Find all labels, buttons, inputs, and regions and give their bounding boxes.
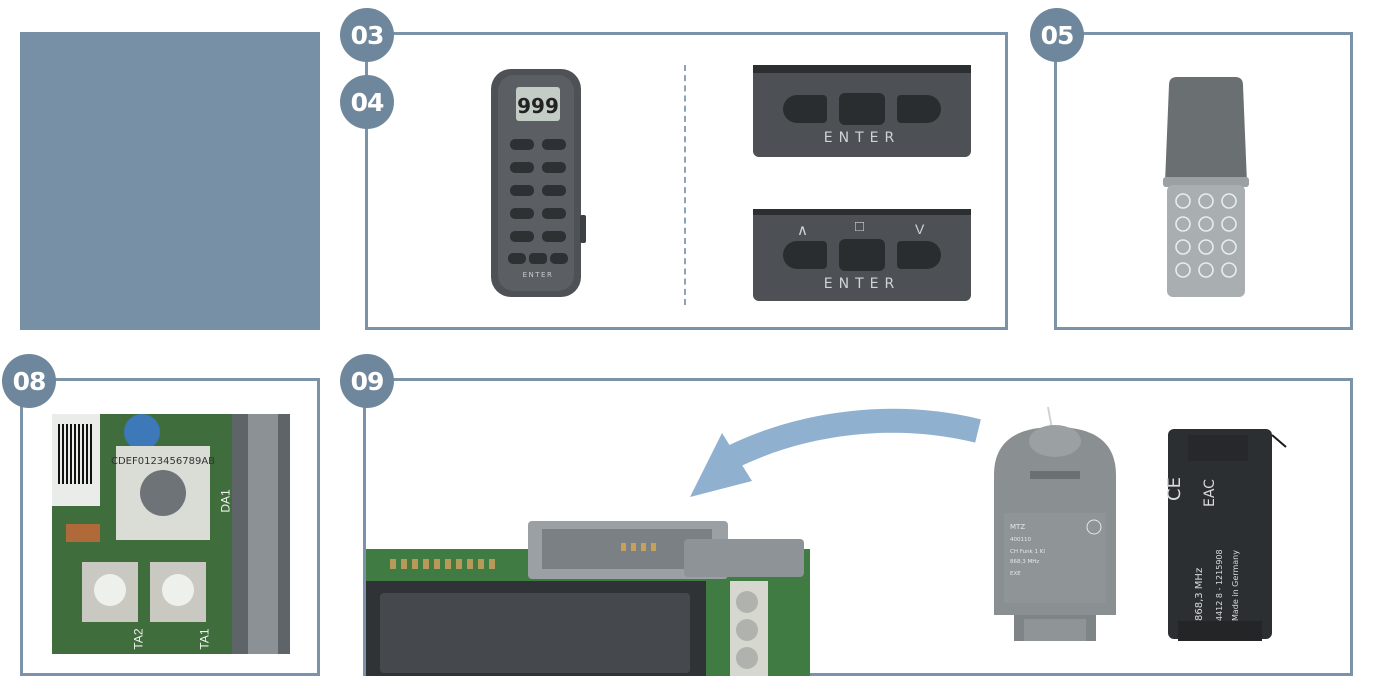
badge-09: 09 <box>340 354 394 408</box>
remote-display: 999 <box>517 94 559 118</box>
receiver-module-grey: MTZ 400110 CH Funk 1 Kl 868,3 MHz EXE <box>994 406 1116 641</box>
circuit-board-closeup: CDEF0123456789AB DA1 TA2 TA1 <box>52 414 290 654</box>
enter-closeup-top: ENTER <box>753 65 971 157</box>
receiver2-ce-mark: CE <box>1164 477 1185 501</box>
panel-keypad <box>1054 32 1353 330</box>
panel-receiver-install: MTZ 400110 CH Funk 1 Kl 868,3 MHz EXE CE… <box>363 378 1353 676</box>
dial-characters: CDEF0123456789AB <box>111 456 215 467</box>
receiver1-line3: CH Funk 1 Kl <box>1010 549 1045 555</box>
receiver2-frequency: 868,3 MHz <box>1194 568 1205 621</box>
arrow-up-icon: ∧ <box>797 222 808 239</box>
insert-arrow-icon <box>690 408 981 497</box>
receiver1-line1: MTZ <box>1010 523 1025 531</box>
arrow-down-icon: V <box>915 221 925 237</box>
receiver-module-black: CE EAC 868,3 MHz 4412 8 - 1215908 Made i… <box>1164 429 1287 641</box>
receiver2-made-in: Made in Germany <box>1231 550 1240 621</box>
panel-board-detail: CDEF0123456789AB DA1 TA2 TA1 <box>20 378 320 676</box>
keypad-remote <box>1163 77 1249 297</box>
receiver1-line2: 400110 <box>1010 537 1031 543</box>
label-ta1: TA1 <box>197 628 212 650</box>
badge-05: 05 <box>1030 8 1084 62</box>
receiver1-line4: 868,3 MHz <box>1010 559 1039 565</box>
badge-03: 03 <box>340 8 394 62</box>
receiver1-line5: EXE <box>1010 571 1021 577</box>
label-da1: DA1 <box>218 489 233 513</box>
enter-label-top: ENTER <box>823 130 901 146</box>
badge-08: 08 <box>2 354 56 408</box>
placeholder-panel <box>20 32 320 330</box>
hand-remote: 999 ENTER <box>491 69 586 297</box>
control-board <box>366 521 810 676</box>
remote-enter-label: ENTER <box>523 271 554 279</box>
square-icon: □ <box>855 218 865 235</box>
panel-remotes: 999 ENTER ENTER ∧ □ V ENTER <box>365 32 1008 330</box>
dashed-divider <box>684 65 686 305</box>
enter-closeup-bottom: ∧ □ V ENTER <box>753 209 971 301</box>
label-ta2: TA2 <box>131 628 146 650</box>
receiver2-code: 4412 8 - 1215908 <box>1215 549 1224 621</box>
badge-04: 04 <box>340 75 394 129</box>
receiver2-eac-mark: EAC <box>1202 479 1218 507</box>
enter-label-bottom: ENTER <box>823 276 901 292</box>
